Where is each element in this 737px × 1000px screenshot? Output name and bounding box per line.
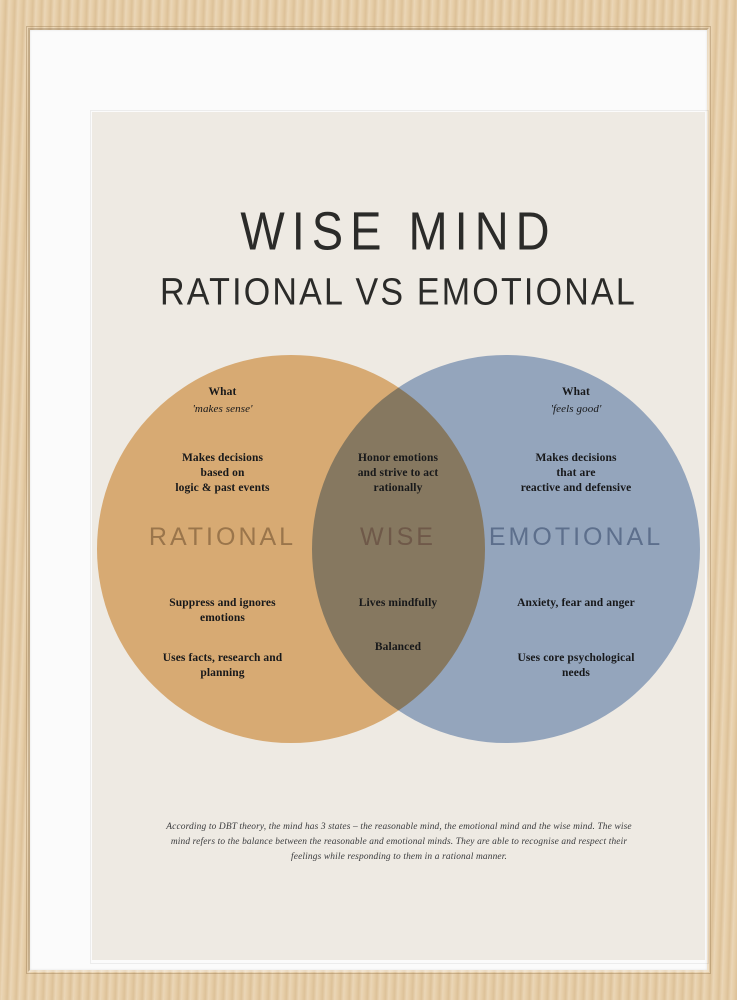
emotional-what-heading: What [562, 386, 590, 398]
rational-item-2-line1: Suppress and ignores [169, 597, 276, 609]
venn-circle-emotional [312, 355, 700, 743]
frame-mat: WISE MIND RATIONAL VS EMOTIONAL What 'ma… [30, 30, 709, 970]
rational-item-3-line2: planning [200, 667, 245, 679]
rational-what-heading: What [208, 386, 237, 398]
wise-item-1-line2: and strive to act [357, 467, 439, 479]
poster-artwork: WISE MIND RATIONAL VS EMOTIONAL What 'ma… [92, 112, 705, 960]
venn-diagram: What 'makes sense' Makes decisions based… [92, 355, 705, 745]
venn-label-wise: WISE [360, 523, 436, 551]
rational-item-1-line2: based on [200, 467, 245, 479]
wise-item-2: Lives mindfully [358, 597, 438, 609]
rational-what-quote: 'makes sense' [192, 403, 253, 415]
rational-item-1-line1: Makes decisions [181, 452, 264, 464]
poster-heading-block: WISE MIND RATIONAL VS EMOTIONAL [92, 200, 705, 311]
venn-label-emotional: EMOTIONAL [488, 523, 664, 551]
wise-item-3: Balanced [374, 641, 422, 653]
rational-item-2-line2: emotions [200, 612, 245, 624]
venn-label-rational: RATIONAL [148, 523, 297, 551]
emotional-item-3-line2: needs [562, 667, 590, 679]
wise-item-1-line3: rationally [373, 482, 423, 494]
emotional-item-1-line1: Makes decisions [535, 452, 617, 464]
wise-item-1-line1: Honor emotions [357, 452, 439, 464]
emotional-item-3-line1: Uses core psychological [517, 652, 635, 664]
emotional-item-2: Anxiety, fear and anger [517, 597, 635, 609]
mat-inner-bevel [90, 110, 709, 964]
frame-inner-shadow [28, 28, 709, 972]
poster-footnote: According to DBT theory, the mind has 3 … [166, 822, 632, 863]
page-subtitle: RATIONAL VS EMOTIONAL [160, 270, 637, 314]
rational-item-1-line3: logic & past events [175, 482, 270, 494]
page-title: WISE MIND [240, 200, 557, 261]
emotional-item-1-line2: that are [556, 467, 596, 479]
emotional-what-quote: 'feels good' [550, 403, 602, 415]
emotional-item-1-line3: reactive and defensive [520, 482, 632, 494]
rational-item-3-line1: Uses facts, research and [162, 652, 283, 664]
